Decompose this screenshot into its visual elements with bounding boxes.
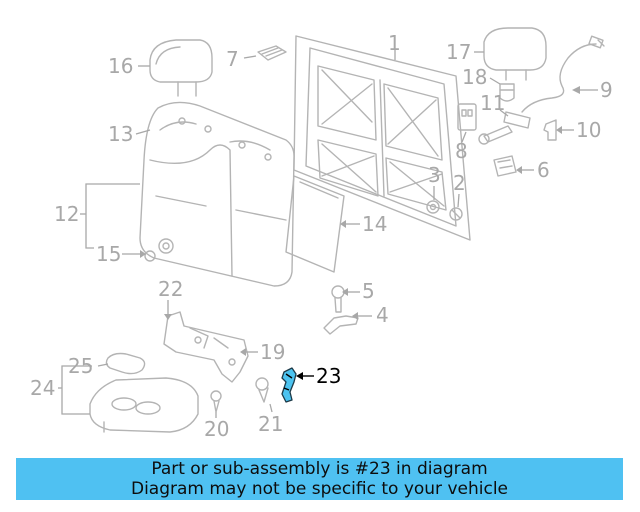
seat-back-cushion	[139, 101, 295, 287]
armrest-24	[89, 377, 199, 433]
hinge-bracket-19	[163, 311, 249, 383]
callout-20: 20	[204, 417, 229, 441]
bolt-3	[426, 200, 440, 214]
footer-line-1: Part or sub-assembly is #23 in diagram	[151, 459, 488, 479]
callout-22: 22	[158, 277, 183, 301]
highlighted-part-23	[281, 367, 297, 403]
bracket-4	[323, 315, 359, 335]
footer-banner: Part or sub-assembly is #23 in diagram D…	[16, 458, 623, 500]
bolt-21	[255, 377, 269, 403]
callout-5: 5	[362, 279, 375, 303]
callout-18: 18	[462, 65, 487, 89]
callout-24: 24	[30, 376, 55, 400]
trim-panel-14	[285, 175, 345, 273]
bolt-2	[449, 207, 463, 221]
parts-diagram: 1 2 3 4 5 6 7 8 9 10 11 12 13 14 15 16 1…	[30, 27, 613, 441]
bolt-5	[331, 285, 345, 313]
callout-4: 4	[376, 303, 389, 327]
callout-25: 25	[68, 354, 93, 378]
cupholder-insert-25	[105, 352, 146, 375]
callout-9: 9	[600, 78, 613, 102]
switch-8	[457, 103, 477, 131]
callout-7: 7	[226, 47, 239, 71]
screw-20	[210, 390, 222, 413]
callout-21: 21	[258, 412, 283, 436]
callout-12: 12	[54, 202, 79, 226]
release-cable	[521, 35, 605, 113]
callout-15: 15	[96, 242, 121, 266]
callout-numbers: 1 2 3 4 5 6 7 8 9 10 11 12 13 14 15 16 1…	[30, 31, 613, 441]
latch-10	[543, 119, 557, 141]
callout-8: 8	[455, 139, 468, 163]
callout-19: 19	[260, 340, 285, 364]
clip-7	[257, 45, 287, 61]
callout-6: 6	[537, 158, 550, 182]
cap-18	[499, 83, 515, 102]
callout-14: 14	[362, 212, 387, 236]
seat-back-frame	[293, 35, 471, 241]
callout-3: 3	[428, 163, 441, 187]
callout-23: 23	[316, 364, 341, 388]
callout-1: 1	[388, 31, 401, 55]
headrest-left	[149, 39, 213, 97]
grommet-15	[144, 238, 174, 262]
callout-11: 11	[480, 91, 505, 115]
bolt-11	[478, 111, 531, 145]
connector-6	[493, 155, 517, 177]
headrest-right	[483, 27, 547, 81]
callout-13: 13	[108, 122, 133, 146]
callout-17: 17	[446, 40, 471, 64]
callout-16: 16	[108, 54, 133, 78]
callout-10: 10	[576, 118, 601, 142]
leader-lines	[58, 50, 598, 418]
callout-2: 2	[453, 171, 466, 195]
footer-line-2: Diagram may not be specific to your vehi…	[130, 479, 508, 499]
